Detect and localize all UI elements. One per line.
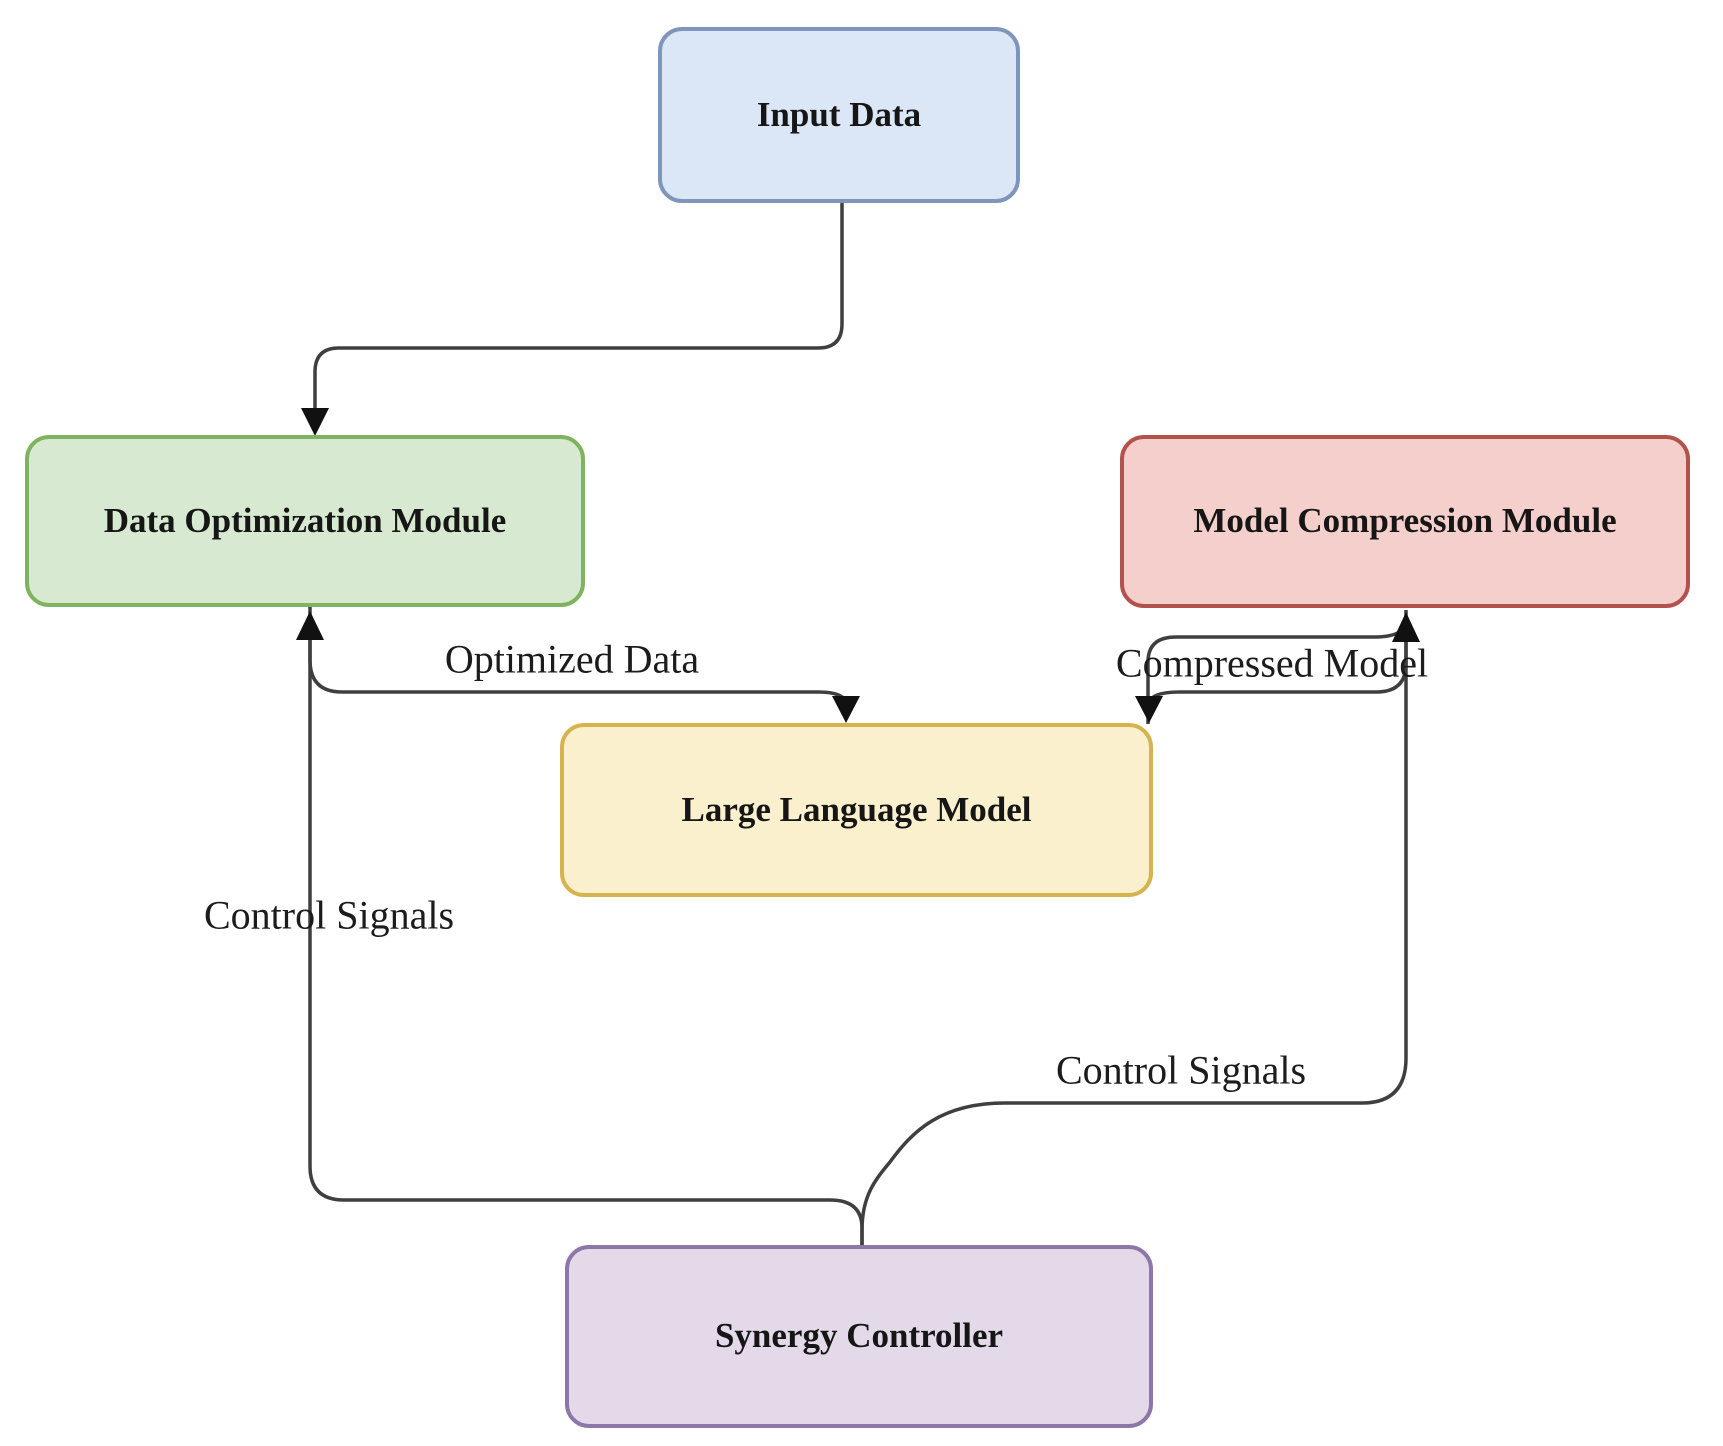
node-input-data: Input Data [658, 27, 1020, 203]
node-input-data-label: Input Data [756, 94, 922, 134]
edge-synergy-to-model-compression [860, 642, 1408, 1245]
edge-input-to-data-optimization [313, 203, 844, 428]
edge-label-optimized-data: Optimized Data [444, 636, 700, 682]
node-large-language-model: Large Language Model [560, 723, 1153, 897]
edge-label-compressed-model: Compressed Model [1115, 640, 1429, 686]
node-data-optimization-module-label: Data Optimization Module [103, 500, 507, 540]
arrowhead-into-llm-top-right [1135, 696, 1163, 723]
arrowhead-into-model-compression-bottom [1392, 612, 1420, 642]
node-large-language-model-label: Large Language Model [681, 789, 1032, 829]
arrowhead-into-data-optimization-top [301, 408, 329, 436]
node-synergy-controller-label: Synergy Controller [714, 1316, 1004, 1356]
edge-synergy-to-data-optimization [308, 640, 864, 1245]
node-data-optimization-module: Data Optimization Module [25, 435, 585, 607]
node-synergy-controller: Synergy Controller [565, 1245, 1153, 1428]
edge-label-control-signals-left: Control Signals [203, 892, 455, 938]
node-model-compression-module-label: Model Compression Module [1193, 501, 1617, 541]
arrowhead-into-data-optimization-bottom [296, 611, 324, 640]
edge-label-control-signals-right: Control Signals [1055, 1047, 1307, 1093]
node-model-compression-module: Model Compression Module [1120, 435, 1690, 608]
arrowhead-into-llm-top-center [832, 696, 860, 723]
